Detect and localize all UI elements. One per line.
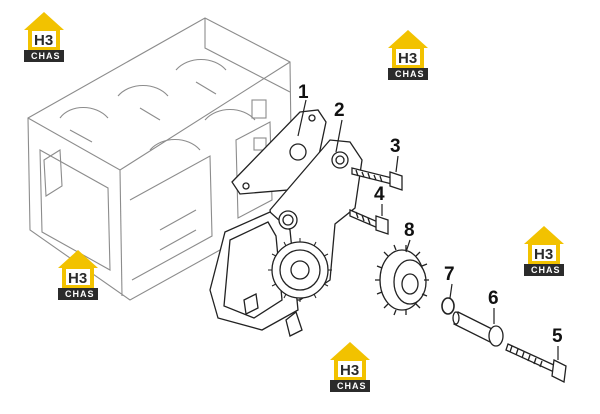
callout-6: 6 [488,288,499,309]
bolt-part-3 [351,167,403,191]
callout-labels: 1 2 3 4 5 6 7 8 [298,82,563,347]
logo-word: CHAS [337,381,367,391]
leader-lines [297,99,559,360]
callout-4: 4 [374,184,385,205]
callout-1: 1 [298,82,309,103]
logo-mark: H3 [398,50,417,67]
callout-7: 7 [444,264,455,285]
watermark-logo: H3 CHAS [58,250,98,300]
shaft-part-6 [452,311,504,347]
logo-word: CHAS [65,289,95,299]
callout-2: 2 [334,100,345,121]
watermark-logo: H3 CHAS [330,342,370,392]
logo-word: CHAS [31,51,61,61]
callout-5: 5 [552,326,563,347]
logo-mark: H3 [534,246,553,263]
callout-3: 3 [390,136,401,157]
bolt-part-4 [349,209,389,235]
pump-gear-teeth [268,238,332,302]
watermark-logo: H3 CHAS [24,12,64,62]
gear-part-8 [375,244,429,316]
logo-word: CHAS [531,265,561,275]
watermark-logo: H3 CHAS [524,226,564,276]
oil-pump-body-part-2 [209,139,363,337]
logo-mark: H3 [68,270,87,287]
engine-block-outline [27,17,293,301]
logo-word: CHAS [395,69,425,79]
logo-mark: H3 [340,362,359,379]
callout-8: 8 [404,220,415,241]
watermark-logo: H3 CHAS [388,30,428,80]
logo-mark: H3 [34,32,53,49]
long-bolt-part-5 [505,343,567,383]
o-ring-part-7 [441,297,455,315]
